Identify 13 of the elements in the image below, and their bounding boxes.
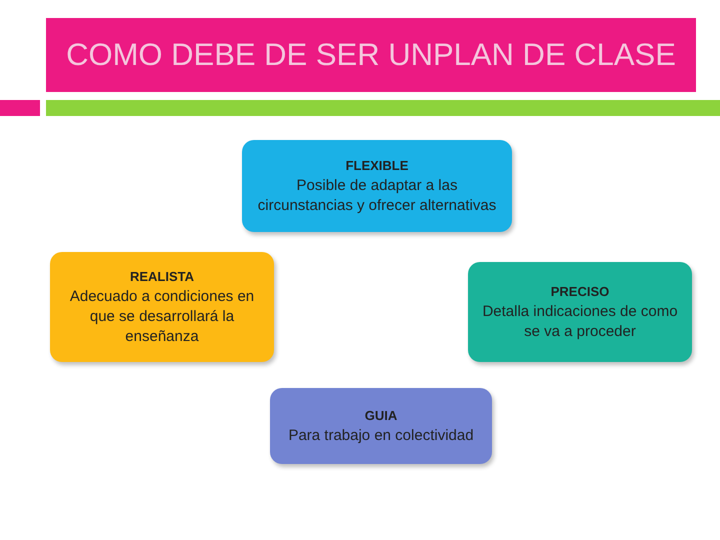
box-text: Detalla indicaciones de como se va a proceder — [481, 302, 679, 342]
rounded-box — [50, 252, 274, 362]
box-heading: PRECISO — [550, 283, 610, 301]
box-text: Posible de adaptar a las circunstancias y ofrecer alternativas — [256, 176, 498, 216]
box-text: Adecuado a condiciones en que se desarrollará la enseñanza — [68, 287, 256, 347]
box-heading: GUIA — [364, 407, 398, 425]
rounded-box — [270, 388, 492, 464]
rounded-box — [468, 262, 692, 362]
title-banner: COMO DEBE DE SER UNPLAN DE CLASE — [46, 18, 696, 92]
box-text: Para trabajo en colectividad — [288, 426, 474, 446]
box-heading: REALISTA — [130, 268, 194, 286]
box-heading: FLEXIBLE — [346, 157, 408, 175]
rounded-box — [242, 140, 512, 232]
